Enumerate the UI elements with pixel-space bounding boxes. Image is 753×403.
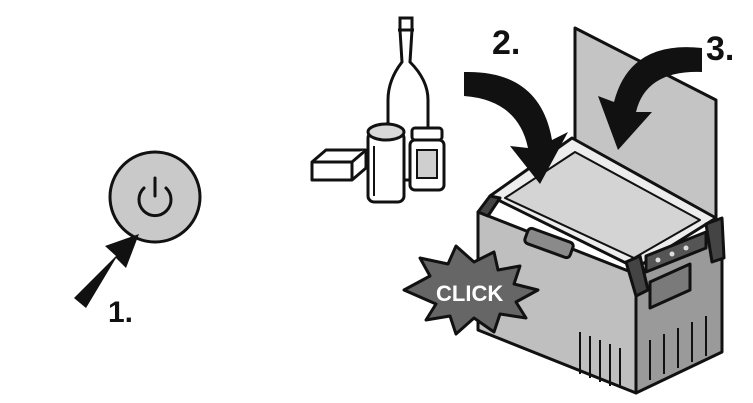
step3-label: 3.: [706, 30, 734, 68]
step2-arrow-icon: [464, 71, 568, 184]
power-button-illustration: [108, 150, 202, 244]
can-icon: [366, 122, 406, 204]
power-icon: [137, 176, 173, 218]
cooler-box-icon: [476, 26, 726, 395]
click-label: CLICK: [436, 281, 503, 306]
butter-dish-icon: [310, 148, 368, 182]
step3-arrow-icon: [598, 47, 702, 151]
click-burst: CLICK: [402, 244, 540, 336]
step1-label: 1.: [108, 296, 133, 329]
jar-icon: [408, 126, 446, 192]
step2-label: 2.: [492, 24, 520, 62]
step1-arrow-icon: [74, 234, 139, 308]
